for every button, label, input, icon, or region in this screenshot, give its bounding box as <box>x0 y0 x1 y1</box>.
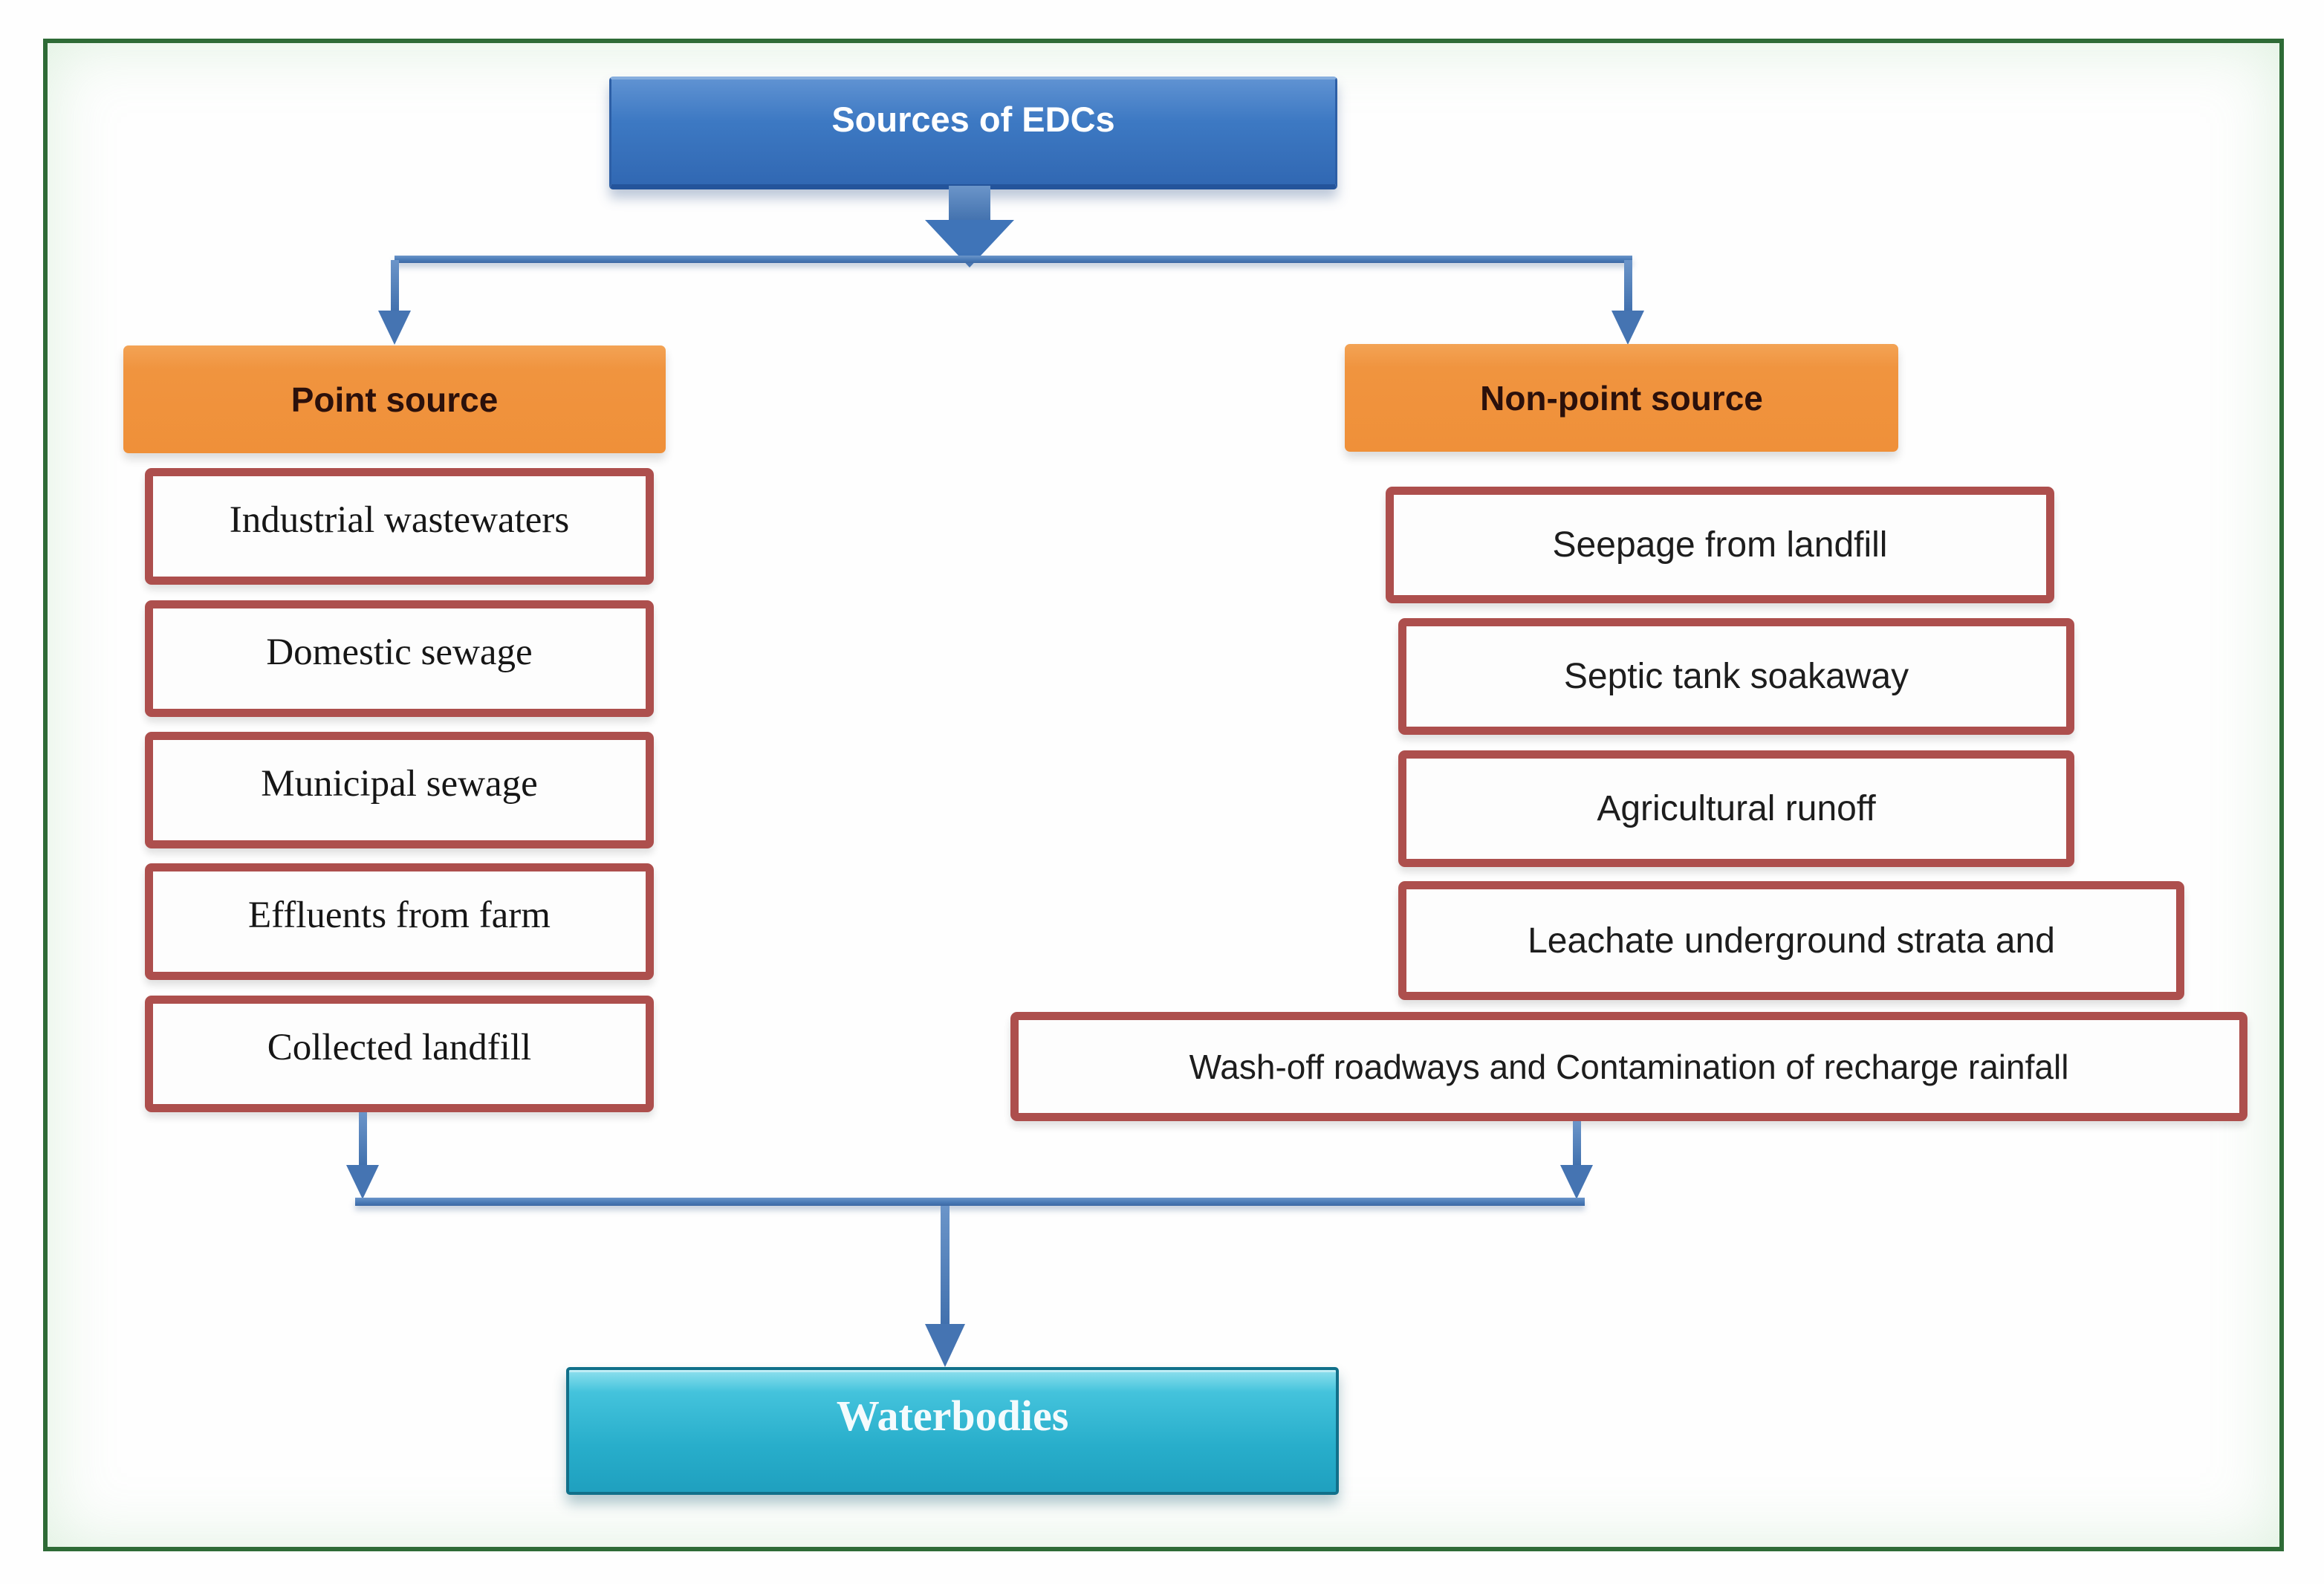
item-box-municipal-sewage: Municipal sewage <box>145 732 654 848</box>
non-point-source-label: Non-point source <box>1480 378 1763 418</box>
item-box-wash-off-roadways: Wash-off roadways and Contamination of r… <box>1010 1012 2247 1121</box>
item-box-industrial-wastewaters: Industrial wastewaters <box>145 468 654 585</box>
item-box-agricultural-runoff: Agricultural runoff <box>1398 750 2074 867</box>
item-box-collected-landfill: Collected landfill <box>145 996 654 1112</box>
item-label: Municipal sewage <box>261 762 538 805</box>
root-box-label: Sources of EDCs <box>831 100 1115 139</box>
split-connector-line <box>395 256 1632 263</box>
sink-arrow-down-icon <box>925 1324 965 1367</box>
root-arrow-shaft <box>949 186 990 223</box>
merge-right-shaft <box>1573 1121 1581 1167</box>
right-arrow-down-icon <box>1611 311 1644 345</box>
item-box-leachate-underground-strata: Leachate underground strata and <box>1398 881 2184 1000</box>
point-source-label: Point source <box>290 380 499 419</box>
sink-box-label: Waterbodies <box>836 1391 1069 1440</box>
left-arrow-down-icon <box>378 311 411 345</box>
item-box-effluents-from-farm: Effluents from farm <box>145 863 654 980</box>
merge-left-shaft <box>359 1112 367 1167</box>
merge-right-arrow-down-icon <box>1560 1165 1593 1199</box>
branch-header-non-point-source: Non-point source <box>1345 344 1898 452</box>
item-label: Leachate underground strata and <box>1528 921 2055 961</box>
figure-frame <box>43 39 2284 1551</box>
item-label: Septic tank soakaway <box>1563 657 1909 696</box>
root-box: Sources of EDCs <box>609 77 1337 189</box>
item-label: Agricultural runoff <box>1597 789 1876 828</box>
item-label: Seepage from landfill <box>1552 525 1888 565</box>
item-label: Industrial wastewaters <box>229 499 570 541</box>
item-label: Domestic sewage <box>266 631 533 673</box>
item-box-seepage-from-landfill: Seepage from landfill <box>1386 487 2054 603</box>
item-box-septic-tank-soakaway: Septic tank soakaway <box>1398 618 2074 735</box>
right-drop-shaft <box>1624 260 1632 312</box>
item-box-domestic-sewage: Domestic sewage <box>145 600 654 717</box>
item-label: Collected landfill <box>267 1026 532 1068</box>
join-connector-line <box>355 1198 1585 1206</box>
item-label: Effluents from farm <box>248 894 551 936</box>
sink-arrow-shaft <box>941 1206 950 1326</box>
left-drop-shaft <box>391 260 399 312</box>
branch-header-point-source: Point source <box>123 345 666 453</box>
sink-box: Waterbodies <box>566 1367 1339 1495</box>
item-label: Wash-off roadways and Contamination of r… <box>1189 1047 2069 1086</box>
merge-left-arrow-down-icon <box>346 1165 379 1199</box>
